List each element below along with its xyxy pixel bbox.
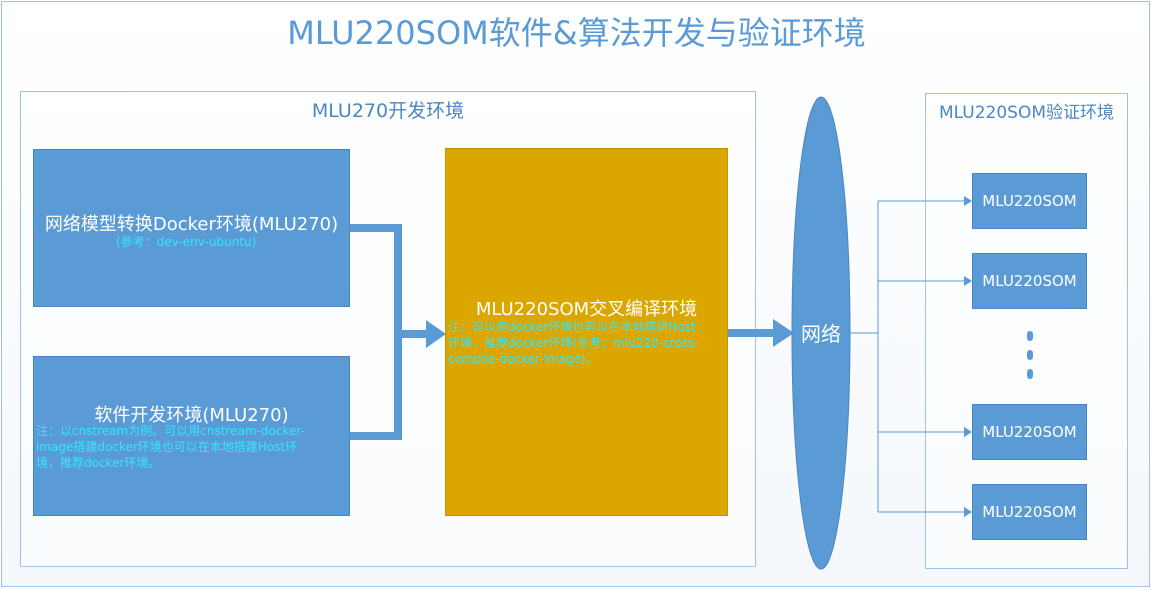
model-conversion-title: 网络模型转换Docker环境(MLU270) <box>44 214 339 235</box>
device-box: MLU220SOM <box>972 404 1087 460</box>
software-dev-note: 注：以cnstream为例。可以用cnstream-docker- image搭… <box>36 423 305 471</box>
model-conversion-note: (参考：dev-env-ubuntu) <box>116 235 257 249</box>
cross-compile-note-line: 注：可以用docker环境也可以在本地搭建Host <box>448 320 696 334</box>
model-conversion-box: 网络模型转换Docker环境(MLU270) (参考：dev-env-ubunt… <box>33 149 350 307</box>
software-dev-note-line: 境，推荐docker环境。 <box>36 456 161 470</box>
branch-arrowhead <box>964 427 972 437</box>
software-dev-note-line: 注：以cnstream为例。可以用cnstream-docker- <box>36 424 305 438</box>
software-dev-note-line: image搭建docker环境也可以在本地搭建Host环 <box>36 440 298 454</box>
cross-compile-note-line: compile-docker-image)。 <box>448 352 598 366</box>
cross-compile-title: MLU220SOM交叉编译环境 <box>475 299 698 320</box>
software-dev-title: 软件开发环境(MLU270) <box>94 405 289 426</box>
diagram-title: MLU220SOM软件&算法开发与验证环境 <box>287 14 866 52</box>
verify-env-title: MLU220SOM验证环境 <box>938 103 1115 123</box>
cross-compile-note-line: 环境，推荐docker环境(参考：mlu220-cross- <box>448 336 699 350</box>
cross-compile-box: MLU220SOM交叉编译环境 注：可以用docker环境也可以在本地搭建Hos… <box>445 148 728 516</box>
software-connector <box>350 334 402 440</box>
ellipsis-dot <box>1027 369 1033 379</box>
ellipsis-dot <box>1027 331 1033 341</box>
branch-arrowhead <box>964 276 972 286</box>
device-box: MLU220SOM <box>972 173 1087 229</box>
dev-env-title: MLU270开发环境 <box>311 100 465 122</box>
device-box: MLU220SOM <box>972 253 1087 309</box>
model-connector <box>350 224 402 334</box>
network-arrow-head <box>773 319 794 347</box>
combine-arrow-head <box>426 320 446 348</box>
branch-arrowhead <box>964 507 972 517</box>
ellipsis-dot <box>1027 350 1033 360</box>
branch-arrowhead <box>964 196 972 206</box>
cross-compile-note: 注：可以用docker环境也可以在本地搭建Host 环境，推荐docker环境(… <box>448 319 698 367</box>
device-box: MLU220SOM <box>972 484 1087 540</box>
software-dev-box: 软件开发环境(MLU270) 注：以cnstream为例。可以用cnstream… <box>33 356 350 516</box>
network-label: 网络 <box>801 322 841 346</box>
